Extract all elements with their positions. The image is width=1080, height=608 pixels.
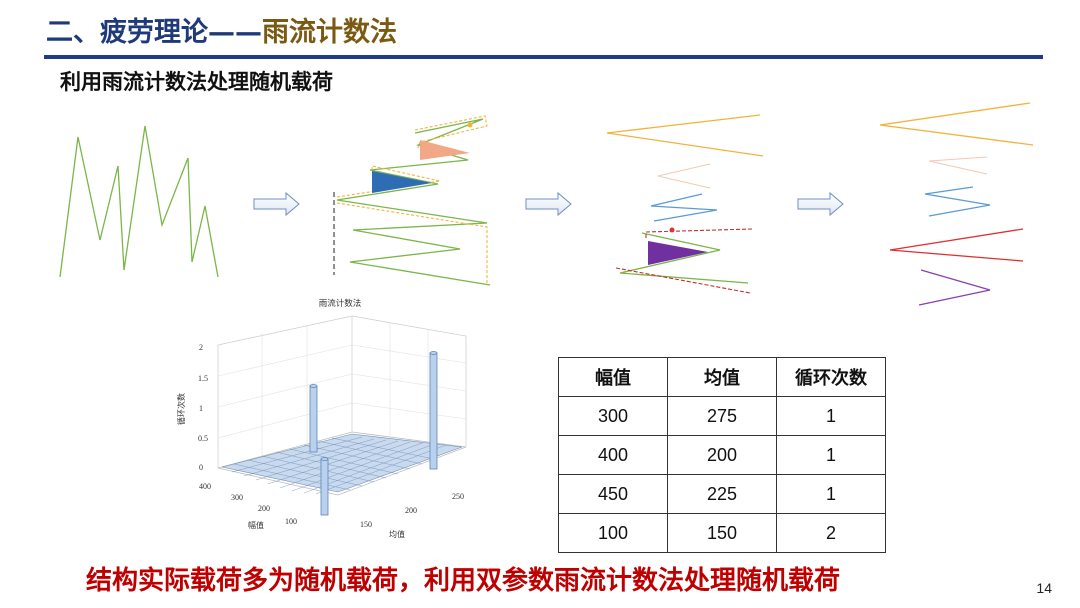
- chart3d: 雨流计数法 2 1.5 1 0.5 0 循环次数 400 300 200 100…: [176, 298, 467, 539]
- table-cell: 1: [776, 474, 886, 514]
- table-row: 400 200 1: [558, 435, 886, 475]
- title-prefix: 二、疲劳理论——: [46, 17, 262, 48]
- random-load-signal: [59, 125, 219, 278]
- table-cell: 2: [776, 513, 886, 553]
- extracted-cycles-panel: [606, 114, 764, 294]
- table-cell: 1: [776, 396, 886, 436]
- page-title: 二、疲劳理论——雨流计数法: [46, 10, 397, 49]
- table-cell: 1: [776, 435, 886, 475]
- page-number: 14: [1036, 580, 1052, 596]
- section-subtitle: 利用雨流计数法处理随机载荷: [60, 70, 333, 94]
- bar-300-275: [309, 384, 318, 453]
- col-header-mean: 均值: [667, 357, 777, 397]
- bar-100-150: [320, 457, 329, 516]
- z-tick-1: 1: [199, 404, 203, 413]
- table-cell: 225: [667, 474, 777, 514]
- bar-400-200: [429, 351, 438, 470]
- x-axis-label: 幅值: [248, 520, 264, 530]
- arrow-step-3: [797, 191, 844, 217]
- z-tick-0-5: 0.5: [198, 434, 208, 443]
- y-tick-200: 200: [405, 506, 417, 515]
- y-tick-250: 250: [452, 492, 464, 501]
- table-cell: 400: [558, 435, 668, 475]
- table-row: 300 275 1: [558, 396, 886, 436]
- z-tick-1-5: 1.5: [198, 374, 208, 383]
- table-header-row: 幅值 均值 循环次数: [558, 357, 886, 397]
- table-row: 450 225 1: [558, 474, 886, 514]
- arrow-step-1: [253, 191, 300, 217]
- chart3d-title: 雨流计数法: [319, 298, 362, 309]
- x-tick-100: 100: [285, 517, 297, 526]
- y-axis-label: 均值: [389, 529, 405, 539]
- title-underline: [44, 55, 1043, 59]
- rotated-signal-panel: [333, 115, 491, 286]
- table-cell: 150: [667, 513, 777, 553]
- z-axis-label: 循环次数: [176, 393, 186, 425]
- table-cell: 200: [667, 435, 777, 475]
- final-cycles-panel: [879, 102, 1034, 306]
- x-tick-200: 200: [258, 504, 270, 513]
- table-cell: 300: [558, 396, 668, 436]
- table-cell: 450: [558, 474, 668, 514]
- table-cell: 275: [667, 396, 777, 436]
- z-tick-0: 0: [199, 463, 203, 472]
- conclusion-text: 结构实际载荷多为随机载荷，利用双参数雨流计数法处理随机载荷: [86, 566, 841, 596]
- col-header-amplitude: 幅值: [558, 357, 668, 397]
- cycle-table: 幅值 均值 循环次数 300 275 1 400 200 1 450 225 1…: [558, 357, 886, 553]
- title-topic: 雨流计数法: [262, 17, 397, 48]
- col-header-cycles: 循环次数: [776, 357, 886, 397]
- y-tick-150: 150: [360, 520, 372, 529]
- table-row: 100 150 2: [558, 513, 886, 553]
- x-tick-400: 400: [199, 482, 211, 491]
- x-tick-300: 300: [231, 493, 243, 502]
- z-tick-2: 2: [199, 343, 203, 352]
- table-cell: 100: [558, 513, 668, 553]
- arrow-step-2: [525, 191, 572, 217]
